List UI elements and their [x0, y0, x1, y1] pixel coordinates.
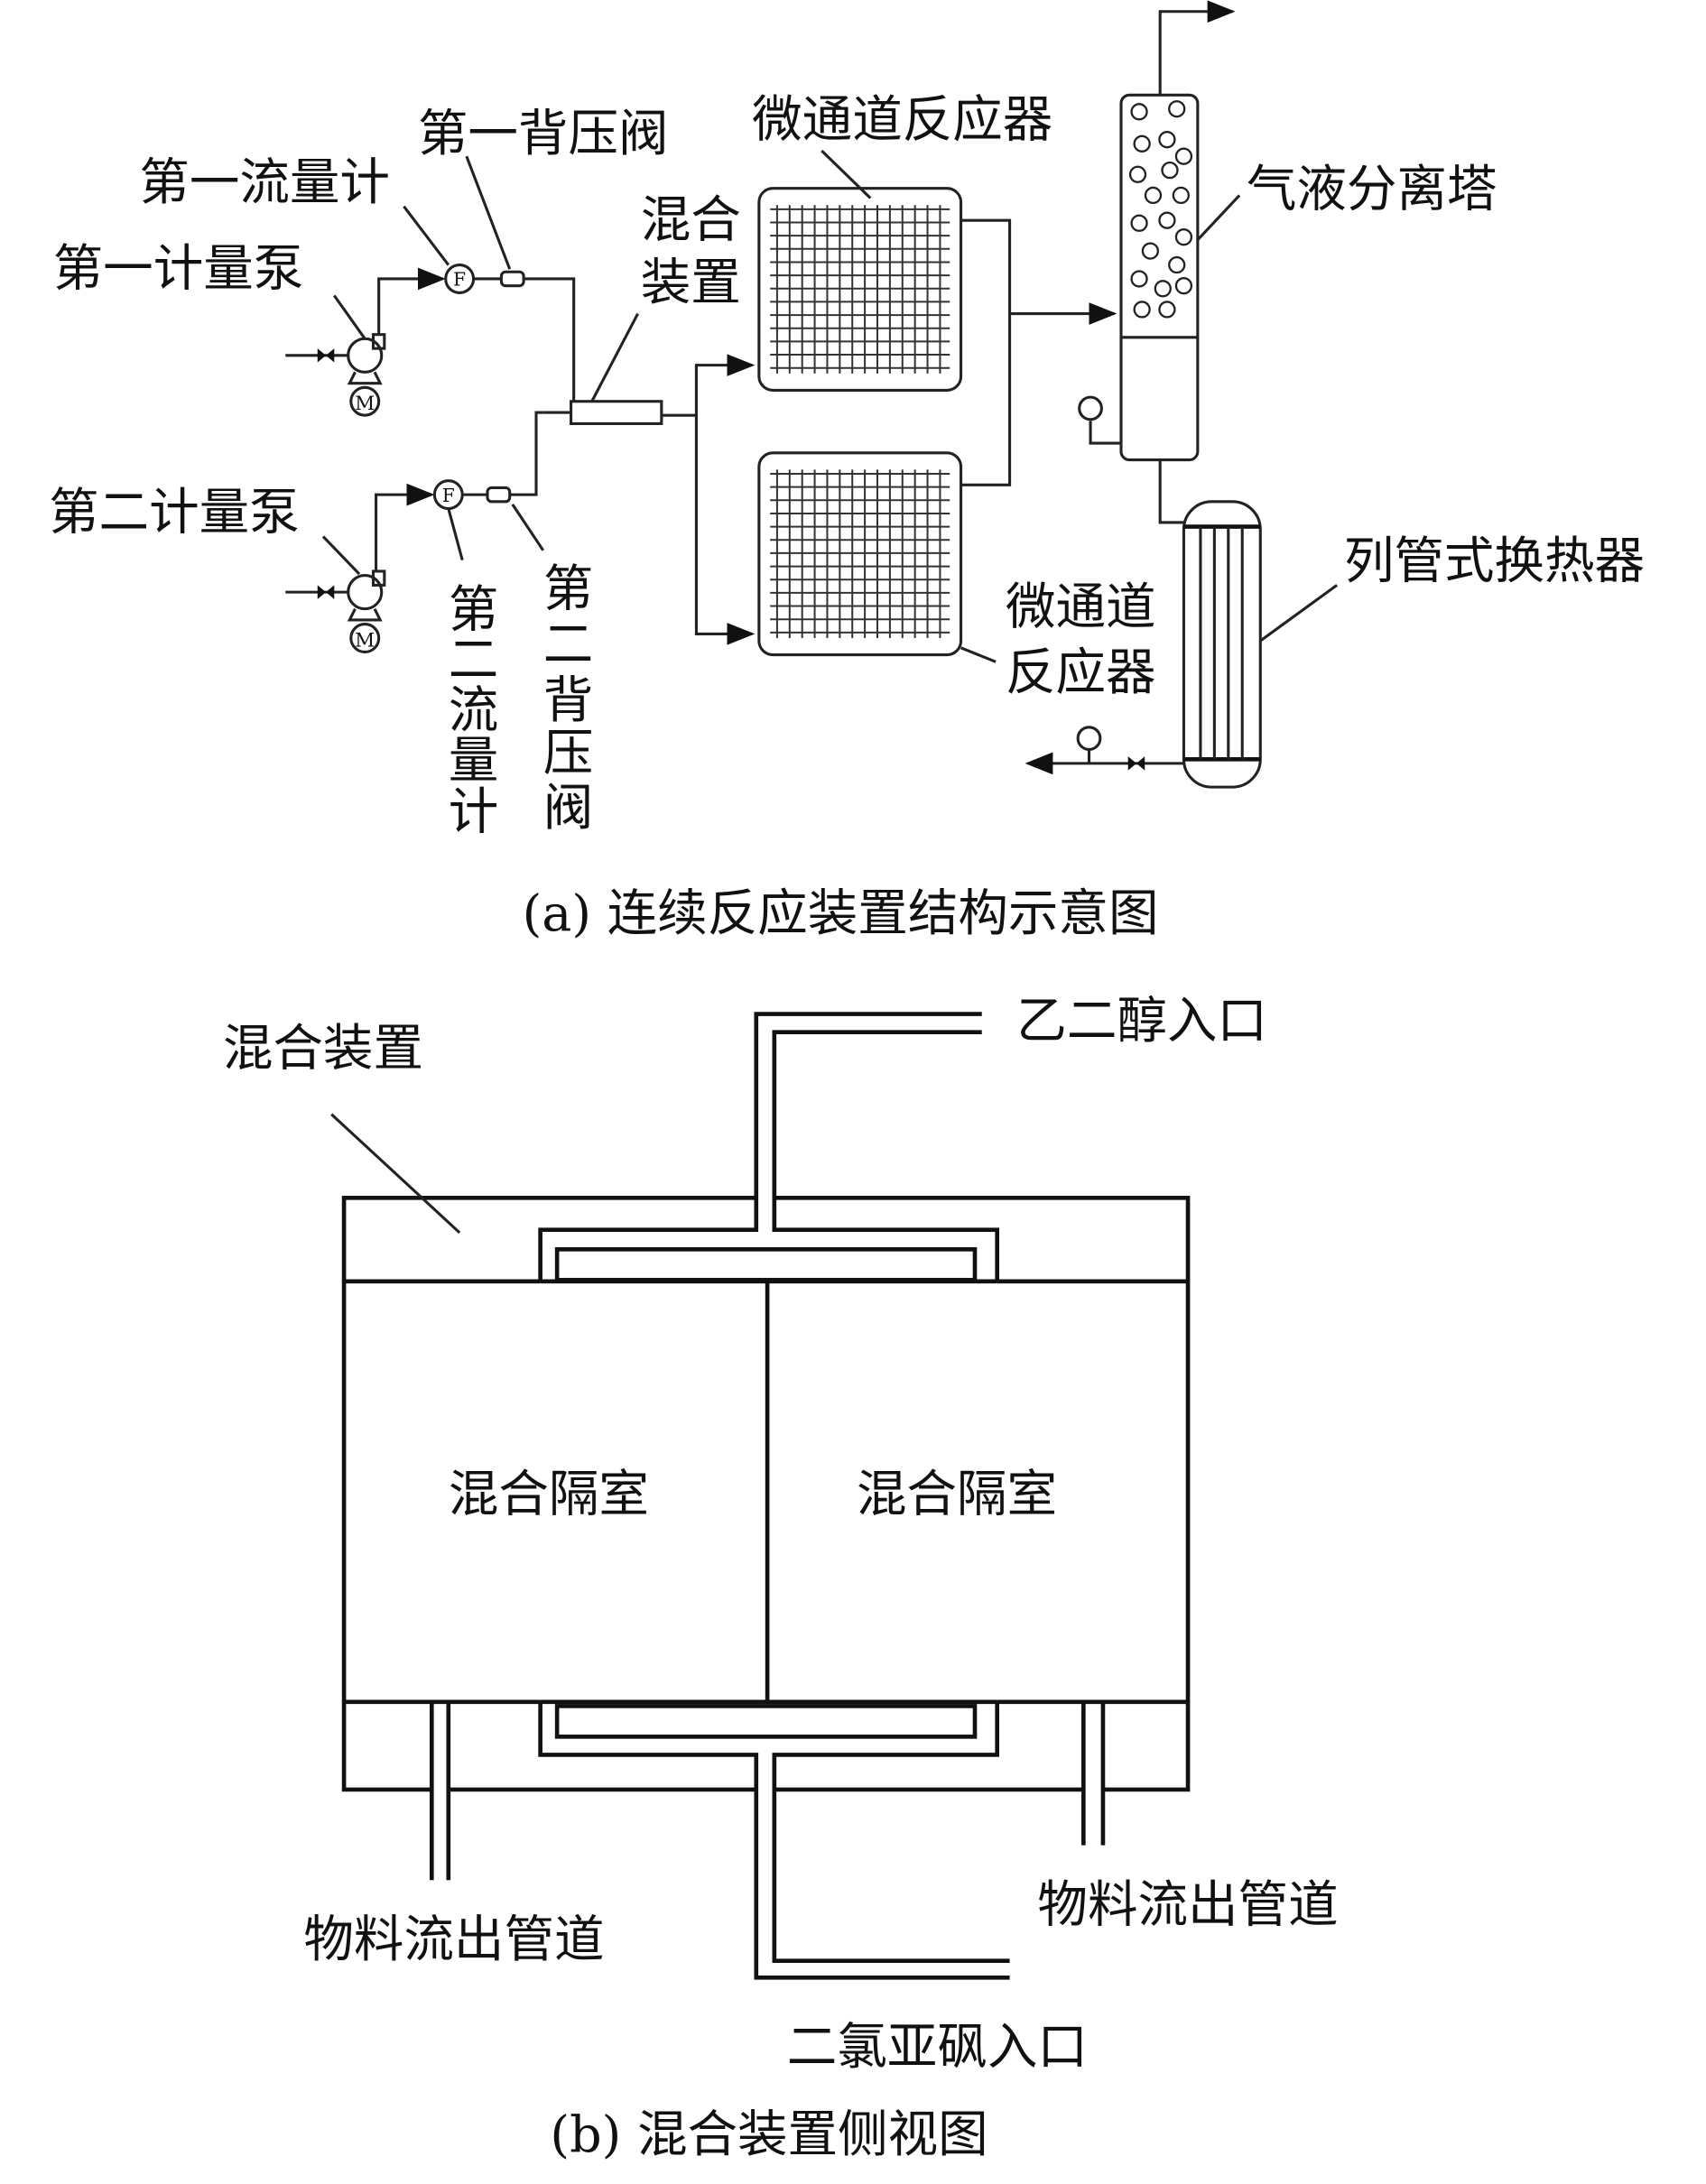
svg-text:阀: 阀: [543, 779, 594, 838]
microchannel-reactor-2-icon: [757, 451, 963, 657]
flow-meter-1-icon: F: [444, 264, 476, 294]
label-material-outlet-left: 物料流出管道: [303, 1911, 604, 1969]
back-pressure-valve-1-icon: [499, 270, 525, 288]
svg-text:量: 量: [449, 731, 499, 790]
bubble-icon: [1168, 255, 1186, 274]
label-mixing-compartment-left: 混合隔室: [449, 1465, 649, 1523]
label-flow-meter-2: 第 二 流 量 计: [449, 581, 499, 842]
label-microchannel-reactor-bottom-1: 微通道: [1006, 578, 1156, 637]
label-metering-pump-1: 第一计量泵: [53, 240, 304, 299]
caption-b: (b) 混合装置侧视图: [550, 2105, 987, 2164]
label-microchannel-reactor-bottom-2: 反应器: [1006, 643, 1156, 702]
bubble-icon: [1158, 301, 1176, 319]
bubble-icon: [1130, 103, 1148, 121]
svg-text:M: M: [355, 393, 375, 415]
label-flow-meter-1: 第一流量计: [139, 153, 390, 212]
gas-liquid-separator-icon: [1119, 93, 1200, 462]
label-heat-exchanger: 列管式换热器: [1344, 532, 1645, 591]
bubble-icon: [1141, 242, 1160, 260]
svg-text:流: 流: [449, 681, 499, 740]
flow-meter-2-icon: F: [432, 479, 464, 511]
bubble-icon: [1174, 228, 1193, 246]
caption-a: (a) 连续反应装置结构示意图: [523, 884, 1159, 943]
svg-text:计: 计: [449, 782, 499, 841]
metering-pump-2-icon: M: [285, 569, 386, 653]
microchannel-reactor-1-icon: [757, 187, 963, 392]
mixing-device-side-view: [330, 1012, 1191, 1980]
svg-text:压: 压: [543, 725, 594, 783]
svg-text:第: 第: [449, 581, 499, 640]
heat-exchanger-icon: [1182, 500, 1262, 789]
label-mixing-compartment-right: 混合隔室: [857, 1465, 1057, 1523]
label-microchannel-reactor-top: 微通道反应器: [752, 91, 1052, 150]
label-back-pressure-valve-1: 第一背压阀: [418, 105, 669, 163]
label-back-pressure-valve-2: 第 二 背 压 阀: [543, 560, 594, 838]
part-a-labels: 第一背压阀 第一流量计 第一计量泵 混合 装置 微通道反应器 气液分离塔 第二计…: [49, 91, 1645, 943]
bubble-icon: [1168, 100, 1186, 118]
bubble-icon: [1128, 165, 1147, 183]
bubble-icon: [1158, 131, 1176, 149]
bubble-icon: [1161, 161, 1179, 180]
svg-text:M: M: [355, 629, 375, 652]
label-material-outlet-right: 物料流出管道: [1037, 1876, 1338, 1935]
label-thionyl-chloride-inlet: 二氯亚砜入口: [787, 2018, 1088, 2077]
label-mixing-device-1: 混合: [641, 191, 741, 250]
pressure-gauge-icon: [1076, 726, 1102, 751]
part-b-labels: 混合装置 乙二醇入口 混合隔室 混合隔室 物料流出管道 物料流出管道 二氯亚砜入…: [223, 992, 1339, 2164]
metering-pump-1-icon: M: [285, 333, 386, 417]
bubble-icon: [1174, 147, 1193, 165]
bubble-icon: [1172, 186, 1190, 205]
label-mixing-device-2: 装置: [641, 254, 741, 312]
label-mixing-device: 混合装置: [223, 1020, 423, 1078]
level-gauge-icon: [1078, 395, 1103, 421]
process-flow-diagram: M F M F: [285, 0, 1339, 789]
svg-text:二: 二: [449, 631, 499, 689]
bubble-icon: [1174, 277, 1193, 295]
bubble-icon: [1130, 214, 1148, 232]
mixer-icon: [570, 400, 663, 425]
bubble-icon: [1158, 211, 1176, 229]
bubble-icon: [1144, 186, 1163, 205]
back-pressure-valve-2-icon: [486, 486, 512, 504]
svg-text:第: 第: [543, 560, 594, 619]
bubble-icon: [1133, 134, 1151, 153]
svg-text:F: F: [453, 269, 466, 291]
bubble-icon: [1154, 280, 1172, 298]
label-metering-pump-2: 第二计量泵: [49, 484, 300, 542]
bubble-icon: [1133, 301, 1151, 319]
label-ethylene-glycol-inlet: 乙二醇入口: [1016, 992, 1267, 1050]
svg-text:背: 背: [543, 671, 594, 730]
svg-text:二: 二: [543, 615, 594, 674]
label-gas-liquid-separator: 气液分离塔: [1247, 161, 1497, 219]
svg-text:F: F: [442, 485, 455, 506]
bubble-icon: [1130, 270, 1148, 288]
